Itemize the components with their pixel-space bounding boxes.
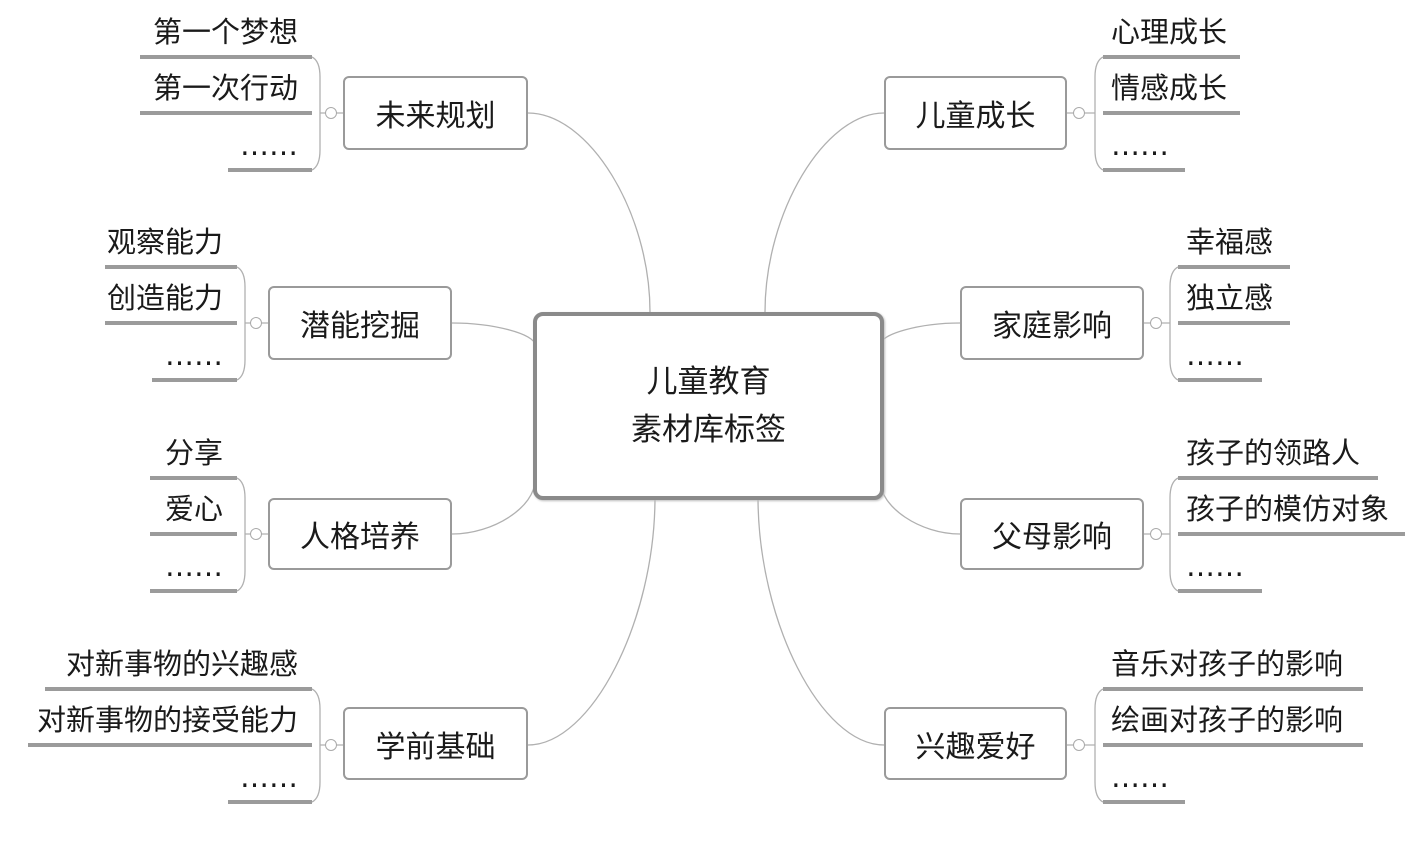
- leaf-node[interactable]: 音乐对孩子的影响: [1103, 647, 1363, 691]
- branch-connector: [527, 496, 656, 746]
- leaf-node[interactable]: 孩子的模仿对象: [1178, 492, 1405, 536]
- leaf-node[interactable]: 第一个梦想: [140, 15, 312, 59]
- branch-connector: [879, 322, 961, 346]
- topic-node[interactable]: 父母影响: [960, 498, 1144, 570]
- central-topic-line1: 儿童教育: [646, 364, 771, 400]
- leaf-bracket: [311, 56, 321, 171]
- leaf-node[interactable]: 幸福感: [1178, 225, 1290, 269]
- topic-node[interactable]: 学前基础: [343, 707, 528, 780]
- branch-connector: [451, 479, 536, 535]
- topic-label: 人格培养: [300, 520, 420, 555]
- leaf-node[interactable]: ……: [1178, 549, 1262, 593]
- leaf-node[interactable]: 独立感: [1178, 281, 1290, 325]
- leaf-node[interactable]: ……: [150, 549, 237, 593]
- leaf-node[interactable]: 绘画对孩子的影响: [1103, 703, 1363, 747]
- collapse-toggle[interactable]: [1150, 528, 1162, 540]
- leaf-node[interactable]: ……: [152, 338, 237, 382]
- leaf-bracket: [1094, 688, 1104, 803]
- topic-node[interactable]: 兴趣爱好: [884, 707, 1067, 780]
- leaf-node[interactable]: 第一次行动: [140, 71, 312, 115]
- leaf-node[interactable]: 分享: [150, 436, 237, 480]
- collapse-toggle[interactable]: [250, 317, 262, 329]
- leaf-node[interactable]: 观察能力: [105, 225, 237, 269]
- branch-connector: [757, 496, 885, 746]
- leaf-node[interactable]: 心理成长: [1103, 15, 1240, 59]
- topic-node[interactable]: 未来规划: [343, 76, 528, 150]
- leaf-bracket: [311, 688, 321, 803]
- leaf-node[interactable]: 对新事物的接受能力: [28, 703, 312, 747]
- leaf-node[interactable]: ……: [228, 760, 312, 804]
- leaf-bracket: [236, 477, 246, 592]
- leaf-node[interactable]: ……: [1103, 128, 1185, 172]
- leaf-node[interactable]: 对新事物的兴趣感: [45, 647, 312, 691]
- leaf-bracket: [1094, 56, 1104, 171]
- topic-node[interactable]: 人格培养: [268, 498, 452, 570]
- topic-node[interactable]: 家庭影响: [960, 286, 1144, 360]
- topic-node[interactable]: 潜能挖掘: [268, 286, 452, 360]
- topic-label: 未来规划: [375, 99, 496, 134]
- topic-label: 父母影响: [992, 520, 1112, 555]
- collapse-toggle[interactable]: [325, 739, 337, 751]
- leaf-bracket: [1169, 266, 1179, 381]
- leaf-bracket: [236, 266, 246, 381]
- branch-connector: [764, 112, 885, 313]
- branch-connector: [879, 479, 961, 535]
- branch-connector: [451, 322, 536, 346]
- topic-label: 儿童成长: [915, 99, 1036, 134]
- topic-label: 潜能挖掘: [300, 309, 420, 344]
- collapse-toggle[interactable]: [325, 107, 337, 119]
- leaf-node[interactable]: 情感成长: [1103, 71, 1240, 115]
- leaf-bracket: [1169, 477, 1179, 592]
- topic-node[interactable]: 儿童成长: [884, 76, 1067, 150]
- leaf-node[interactable]: ……: [1178, 338, 1262, 382]
- branch-connector: [527, 112, 651, 313]
- topic-label: 学前基础: [375, 729, 496, 765]
- leaf-node[interactable]: 创造能力: [105, 281, 237, 325]
- collapse-toggle[interactable]: [1073, 739, 1085, 751]
- central-topic-line2: 素材库标签: [631, 412, 786, 448]
- collapse-toggle[interactable]: [250, 528, 262, 540]
- central-topic[interactable]: 儿童教育 素材库标签: [533, 312, 884, 500]
- collapse-toggle[interactable]: [1150, 317, 1162, 329]
- topic-label: 兴趣爱好: [915, 729, 1036, 765]
- collapse-toggle[interactable]: [1073, 107, 1085, 119]
- leaf-node[interactable]: 爱心: [150, 492, 237, 536]
- leaf-node[interactable]: ……: [1103, 760, 1185, 804]
- topic-label: 家庭影响: [992, 309, 1112, 344]
- leaf-node[interactable]: ……: [228, 128, 312, 172]
- leaf-node[interactable]: 孩子的领路人: [1178, 436, 1378, 480]
